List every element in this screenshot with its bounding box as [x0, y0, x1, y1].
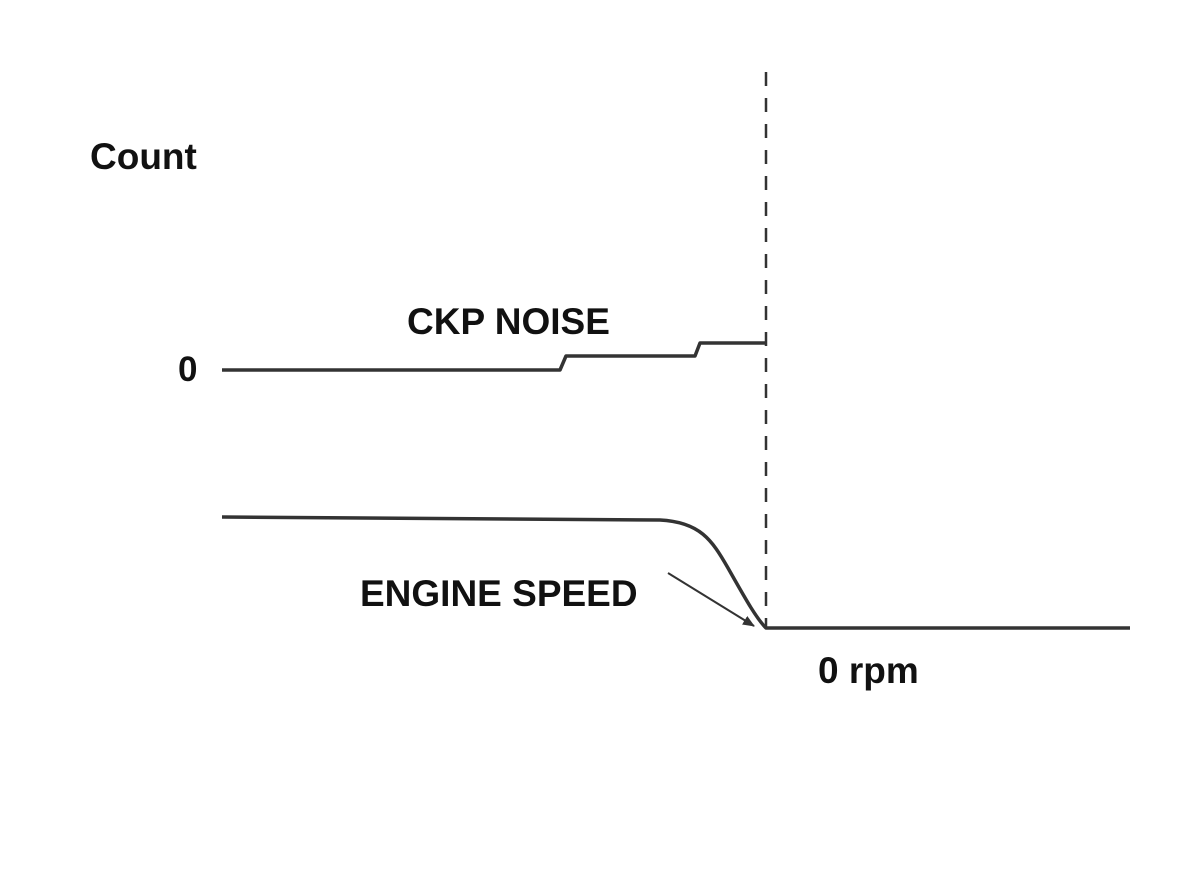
ckp-noise-count-line	[222, 341, 766, 372]
engine-speed-pointer-arrow	[667, 572, 755, 627]
ckp-noise-label: CKP NOISE	[407, 301, 610, 342]
y-axis-label: Count	[90, 136, 197, 177]
engine-speed-curve	[221, 515, 1130, 630]
count-zero-label: 0	[178, 350, 198, 389]
zero-rpm-label: 0 rpm	[818, 650, 919, 691]
engine-speed-label: ENGINE SPEED	[360, 573, 638, 614]
